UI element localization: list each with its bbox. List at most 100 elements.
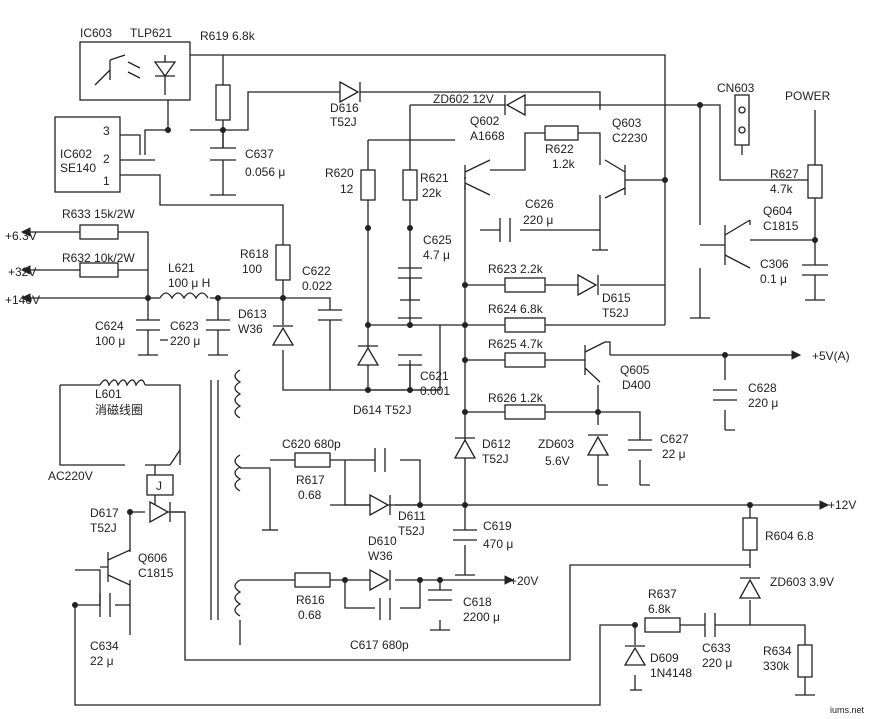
capacitor-c620 xyxy=(374,448,386,472)
resistor-r632 xyxy=(79,262,119,278)
label-d612-a: D612 xyxy=(482,437,511,451)
label-q606-b: C1815 xyxy=(138,566,174,580)
label-c628-a: C628 xyxy=(748,381,777,395)
label-l601-b: 消磁线圈 xyxy=(95,402,143,417)
label-c619-a: C619 xyxy=(483,519,512,533)
capacitor-c621 xyxy=(398,354,422,390)
label-r619: R619 6.8k xyxy=(200,29,256,43)
label-d613-a: D613 xyxy=(238,307,267,321)
label-q606-a: Q606 xyxy=(138,551,168,565)
label-d611-a: D611 xyxy=(398,509,426,523)
label-c627-a: C627 xyxy=(660,432,689,446)
label-r637-a: R637 xyxy=(648,587,677,601)
label-c618-a: C618 xyxy=(463,595,492,609)
resistor-r604 xyxy=(742,517,758,551)
components xyxy=(20,41,830,696)
diode-d616 xyxy=(339,80,360,104)
resistor-r625 xyxy=(504,352,546,368)
resistor-r627 xyxy=(807,164,823,199)
connector-cn603 xyxy=(734,94,750,146)
label-c618-b: 2200 μ xyxy=(463,610,500,624)
label-q605-a: Q605 xyxy=(620,363,650,377)
resistor-r623 xyxy=(504,277,546,293)
resistor-r619 xyxy=(215,84,231,121)
label-r617-b: 0.68 xyxy=(298,488,322,502)
label-d609-a: D609 xyxy=(650,651,679,665)
label-c633-a: C633 xyxy=(702,641,731,655)
label-c622-b: 0.022 xyxy=(302,279,332,293)
label-v32: +32V xyxy=(8,265,36,279)
label-c637-a: C637 xyxy=(245,147,274,161)
label-r616-b: 0.68 xyxy=(298,608,322,622)
label-tlp621: TLP621 xyxy=(130,26,172,40)
label-se140: SE140 xyxy=(60,161,96,175)
resistor-r618 xyxy=(275,244,291,281)
label-r627-b: 4.7k xyxy=(770,182,794,196)
label-q602-a: Q602 xyxy=(470,114,500,128)
resistor-r620 xyxy=(360,169,376,201)
label-pin2: 2 xyxy=(103,152,110,166)
label-r620-a: R620 xyxy=(325,166,354,180)
label-v63: +6.3V xyxy=(5,229,37,243)
capacitor-c622 xyxy=(318,309,342,335)
label-c619-b: 470 μ xyxy=(483,537,513,551)
label-r623: R623 2.2k xyxy=(488,262,544,276)
label-r634-a: R634 xyxy=(763,644,792,658)
diode-d614 xyxy=(356,346,380,366)
zener-zd603-a xyxy=(586,435,610,456)
resistor-r633 xyxy=(79,224,119,240)
label-l621-a: L621 xyxy=(168,261,195,275)
label-r620-b: 12 xyxy=(340,182,354,196)
diode-d611 xyxy=(369,493,390,517)
diode-d609 xyxy=(623,646,647,666)
resistor-r634 xyxy=(797,644,813,678)
label-d615-b: T52J xyxy=(602,306,629,320)
label-c624-b: 100 μ xyxy=(95,334,125,348)
label-r632: R632 10k/2W xyxy=(62,251,135,265)
transistor-q605 xyxy=(584,341,611,383)
label-d617-a: D617 xyxy=(90,506,119,520)
label-d613-b: W36 xyxy=(238,322,263,336)
label-c306-b: 0.1 μ xyxy=(760,272,787,286)
label-c626-a: C626 xyxy=(525,197,554,211)
label-r618-b: 100 xyxy=(242,262,262,276)
diode-d617 xyxy=(149,500,170,524)
label-r604: R604 6.8 xyxy=(765,529,814,543)
label-q603-a: Q603 xyxy=(612,116,642,130)
capacitor-c628 xyxy=(713,389,737,401)
transformer-winding-12v xyxy=(234,454,242,492)
label-c621-b: 0.001 xyxy=(420,384,450,398)
transformer-core xyxy=(210,380,219,620)
capacitor-c624 xyxy=(136,319,160,340)
label-d611-b: T52J xyxy=(398,524,425,538)
capacitor-c627 xyxy=(628,439,652,451)
label-r616-a: R616 xyxy=(296,593,325,607)
resistor-r617 xyxy=(294,452,331,468)
transistor-q604 xyxy=(700,219,751,269)
label-c637-b: 0.056 μ xyxy=(245,165,285,179)
wires xyxy=(30,54,820,706)
label-c625-a: C625 xyxy=(423,233,452,247)
label-relay-j: J xyxy=(156,479,162,493)
label-c634-b: 22 μ xyxy=(90,654,114,668)
inductor-l621 xyxy=(159,292,209,300)
label-ic603: IC603 xyxy=(80,26,112,40)
label-pin1: 1 xyxy=(103,174,110,188)
transistor-q606 xyxy=(100,549,131,586)
label-d616-a: D616 xyxy=(330,101,359,115)
label-zd603b: ZD603 3.9V xyxy=(770,575,834,589)
label-d610-b: W36 xyxy=(368,549,393,563)
capacitor-c623 xyxy=(206,319,230,340)
label-r627-a: R627 xyxy=(770,167,799,181)
label-q604-b: C1815 xyxy=(763,219,799,233)
label-c621-a: C621 xyxy=(420,369,449,383)
label-r625: R625 4.7k xyxy=(488,337,544,351)
diode-d610 xyxy=(369,568,390,592)
junctions xyxy=(72,102,818,628)
label-d615-a: D615 xyxy=(602,291,631,305)
resistor-r626 xyxy=(504,404,546,420)
relay-j xyxy=(146,474,174,496)
capacitor-c634 xyxy=(99,593,111,617)
label-r637-b: 6.8k xyxy=(648,602,672,616)
